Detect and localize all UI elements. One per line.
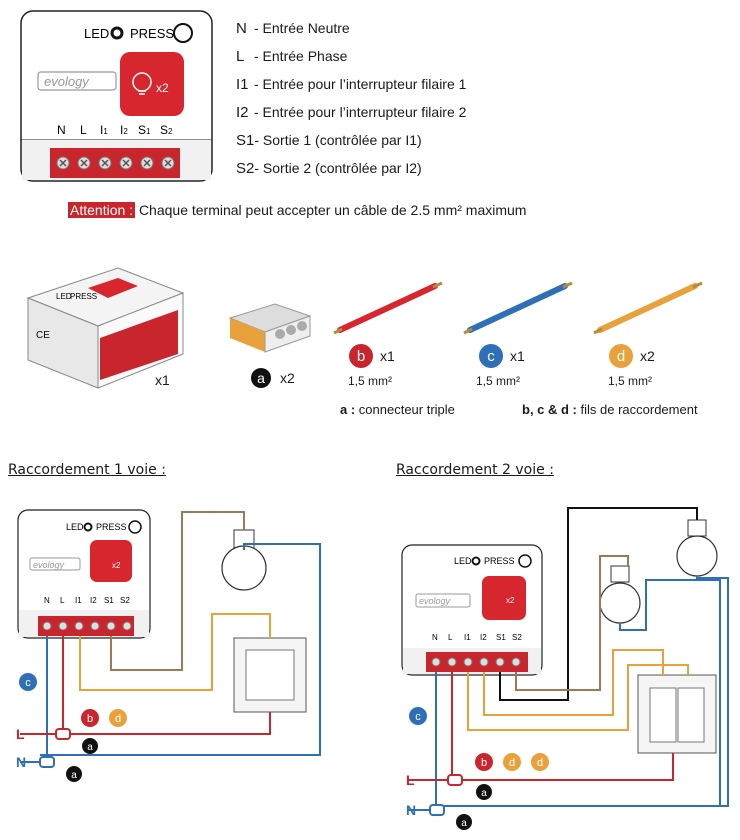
connector-qty: x2 bbox=[280, 370, 295, 386]
svg-text:I2: I2 bbox=[480, 633, 487, 642]
wire-d bbox=[593, 281, 703, 335]
svg-text:S2: S2 bbox=[160, 123, 173, 137]
svg-text:L: L bbox=[80, 123, 87, 137]
svg-text:b: b bbox=[357, 348, 365, 365]
svg-text:b: b bbox=[87, 713, 93, 725]
svg-text:a: a bbox=[481, 788, 487, 799]
svg-text:I1: I1 bbox=[75, 596, 82, 605]
svg-text:evology: evology bbox=[419, 596, 451, 606]
svg-text:LED: LED bbox=[56, 292, 72, 301]
svg-text:d: d bbox=[617, 348, 625, 365]
svg-text:CE: CE bbox=[36, 330, 50, 341]
wiring2-title: Raccordement 2 voie : bbox=[396, 462, 554, 478]
svg-text:S1: S1 bbox=[104, 596, 114, 605]
attention-note: Attention : Chaque terminal peut accepte… bbox=[68, 202, 527, 218]
svg-text:LED: LED bbox=[454, 556, 472, 566]
legend-row-s2: S2- Sortie 2 (contrôlée par I2) bbox=[236, 160, 422, 177]
svg-text:evology: evology bbox=[33, 560, 65, 570]
svg-text:I2: I2 bbox=[120, 123, 128, 137]
terminal-block bbox=[50, 148, 180, 178]
legend-row-i1: I1- Entrée pour l’interrupteur filaire 1 bbox=[236, 76, 467, 93]
legend-row-i2: I2- Entrée pour l’interrupteur filaire 2 bbox=[236, 104, 467, 121]
connector-triple bbox=[228, 303, 312, 353]
svg-text:S2: S2 bbox=[512, 633, 522, 642]
legend-row-s1: S1- Sortie 1 (contrôlée par I1) bbox=[236, 132, 422, 149]
svg-text:N: N bbox=[16, 754, 26, 770]
svg-text:x2: x2 bbox=[506, 596, 515, 605]
module-qty: x1 bbox=[155, 372, 170, 388]
wiring1-title: Raccordement 1 voie : bbox=[8, 462, 166, 478]
legend-row-l: L- Entrée Phase bbox=[236, 48, 348, 65]
led-indicator bbox=[110, 26, 124, 40]
svg-text:S1: S1 bbox=[138, 123, 151, 137]
badge-c: c bbox=[479, 344, 503, 368]
svg-text:d: d bbox=[509, 757, 515, 769]
svg-text:N: N bbox=[432, 633, 438, 642]
brand-logo: evology bbox=[44, 74, 90, 89]
badge-a: a bbox=[251, 368, 271, 388]
svg-text:N: N bbox=[44, 596, 50, 605]
svg-text:x2: x2 bbox=[112, 561, 121, 570]
svg-text:a: a bbox=[461, 818, 467, 829]
caption-a: a : connecteur triple bbox=[340, 402, 455, 417]
wireless-button bbox=[120, 52, 184, 116]
svg-text:PRESS: PRESS bbox=[70, 292, 97, 301]
svg-text:PRESS: PRESS bbox=[96, 522, 127, 532]
svg-text:N: N bbox=[406, 802, 416, 818]
svg-text:PRESS: PRESS bbox=[484, 556, 515, 566]
svg-text:S1: S1 bbox=[496, 633, 506, 642]
module-front-top: LED PRESS evology x2 N L I1 I2 S1 S2 bbox=[20, 10, 213, 182]
caption-bcd: b, c & d : fils de raccordement bbox=[522, 402, 698, 417]
svg-text:S2: S2 bbox=[120, 596, 130, 605]
svg-text:L: L bbox=[16, 726, 25, 742]
svg-text:L: L bbox=[448, 633, 453, 642]
badge-d: d bbox=[609, 344, 633, 368]
svg-text:c: c bbox=[487, 348, 495, 365]
svg-text:a: a bbox=[71, 770, 77, 781]
svg-text:x2: x2 bbox=[156, 81, 169, 95]
press-button[interactable] bbox=[173, 23, 193, 43]
press-label: PRESS bbox=[130, 26, 174, 41]
svg-text:b: b bbox=[481, 757, 487, 769]
svg-text:a: a bbox=[87, 742, 93, 753]
led-label: LED bbox=[84, 26, 109, 41]
svg-text:L: L bbox=[60, 596, 65, 605]
svg-text:d: d bbox=[115, 713, 121, 725]
svg-text:L: L bbox=[406, 772, 415, 788]
legend-row-n: N- Entrée Neutre bbox=[236, 20, 350, 37]
svg-text:a: a bbox=[257, 370, 265, 386]
svg-text:I1: I1 bbox=[100, 123, 108, 137]
wire-b bbox=[333, 281, 443, 335]
wire-c bbox=[463, 281, 573, 335]
svg-text:N: N bbox=[57, 123, 66, 137]
svg-text:c: c bbox=[25, 677, 31, 689]
svg-text:I2: I2 bbox=[90, 596, 97, 605]
svg-text:LED: LED bbox=[66, 522, 84, 532]
svg-text:I1: I1 bbox=[464, 633, 471, 642]
badge-b: b bbox=[349, 344, 373, 368]
svg-text:c: c bbox=[415, 711, 421, 723]
svg-text:d: d bbox=[537, 757, 543, 769]
